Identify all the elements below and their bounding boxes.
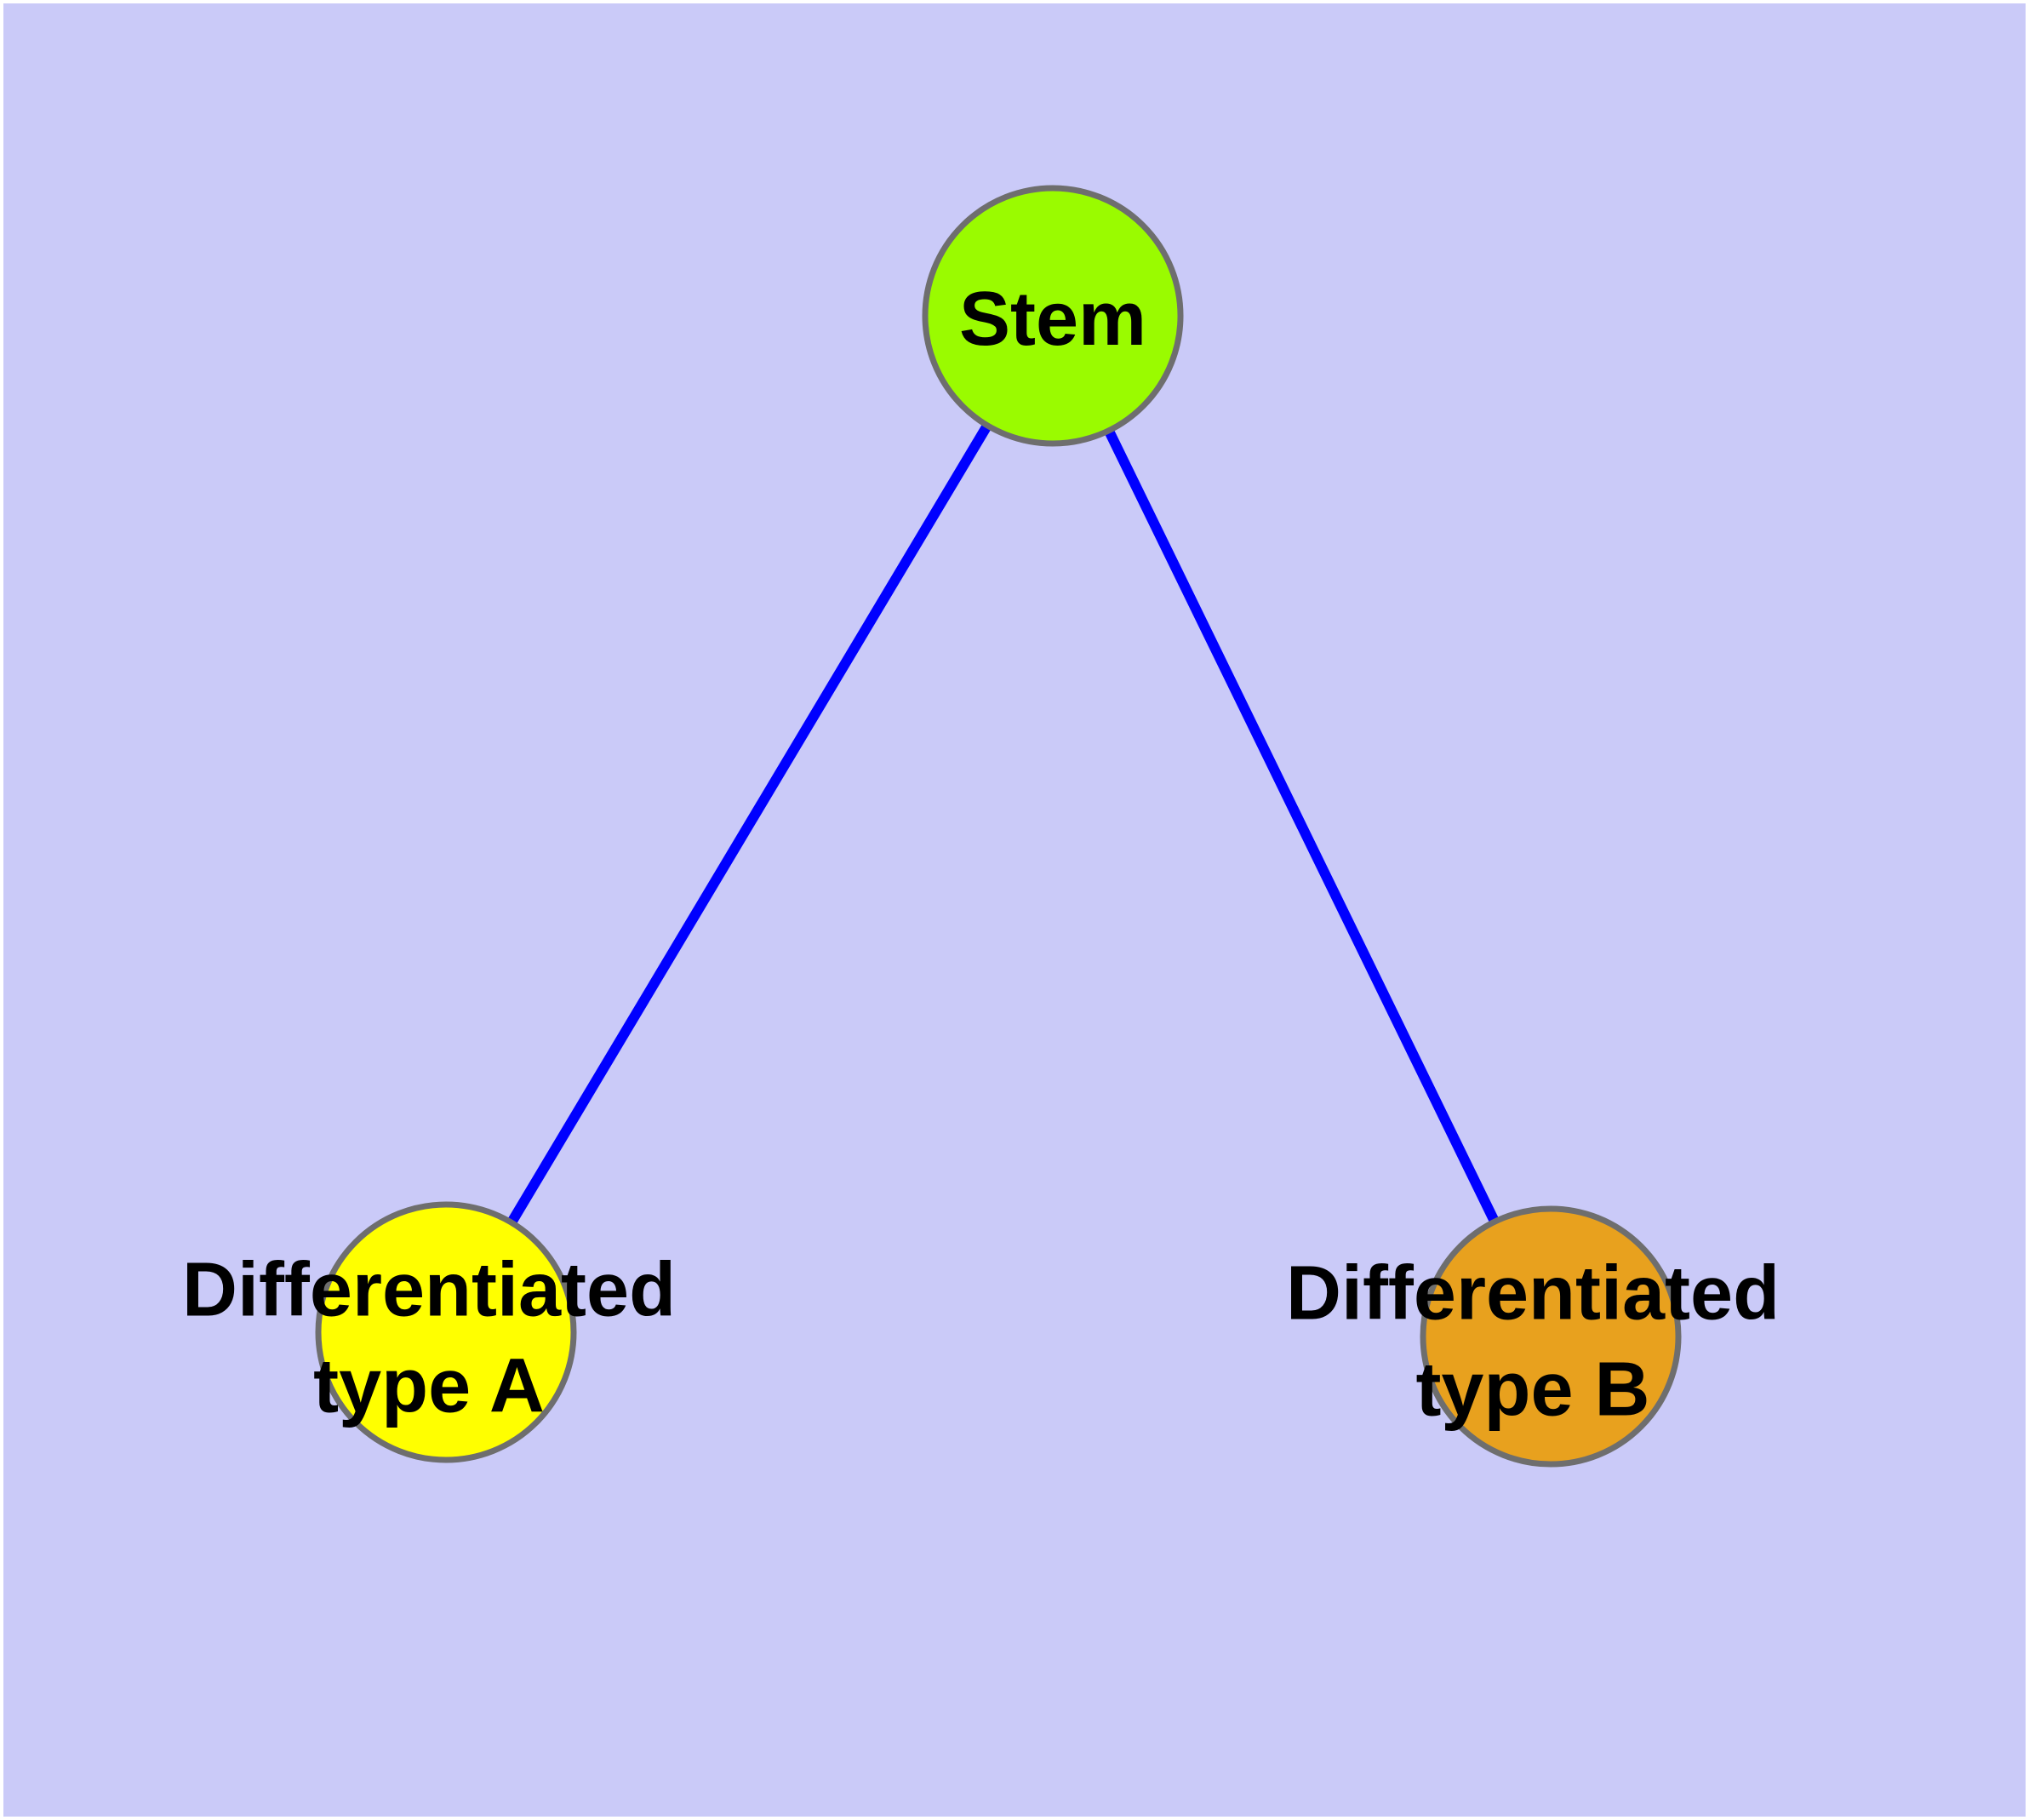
edge-stem-to-typeB-line [1048, 313, 1556, 1339]
edge-stem-to-typeA-line [441, 312, 1058, 1336]
node-stem-circle [922, 185, 1184, 447]
node-differentiated-type-a-circle [315, 1201, 577, 1463]
node-differentiated-type-b-circle [1420, 1205, 1682, 1468]
